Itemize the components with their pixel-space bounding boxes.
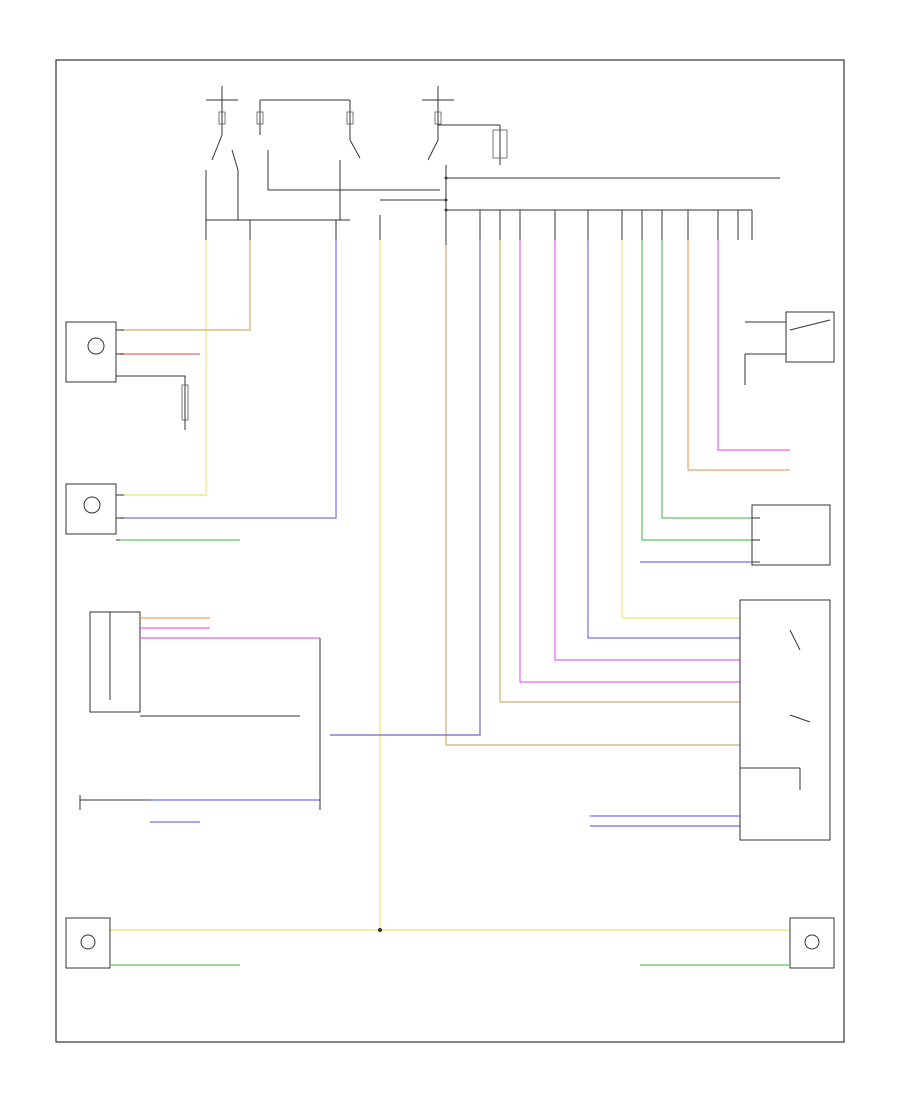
wire-yellow-switch [621,240,740,619]
wire-tan-left-headlamp [120,240,251,331]
wire-tan-switch [499,240,740,703]
wire-green-cluster-2 [661,240,752,519]
wire-gray-switch-feed [445,245,740,746]
wire-purple-front-fog [330,240,481,736]
wire-blue-right-headlamp [120,240,337,519]
wire-magenta-2 [554,240,740,661]
left-tail-lamp [65,917,240,969]
right-relay-box [744,311,835,385]
splice-junction [378,928,382,932]
wire-orange-rear [687,240,790,471]
wire-green-cluster-1 [641,240,752,541]
fuse-relay-block [205,86,780,230]
right-tail-lamp [640,917,835,969]
wire-magenta-right [717,240,790,451]
instrument-cluster [751,504,831,566]
diagram-frame [55,59,845,1043]
fog-lamp-module [89,611,321,810]
right-headlamp [65,483,240,541]
wire-magenta-1 [519,240,740,683]
wire-yellow-left-headlamp [120,240,207,496]
headlamp-switch [739,599,831,841]
wire-blue-switch [587,240,740,639]
lower-left-sensor [79,795,150,810]
left-headlamp [65,321,189,430]
top-connector-pins [205,210,753,245]
